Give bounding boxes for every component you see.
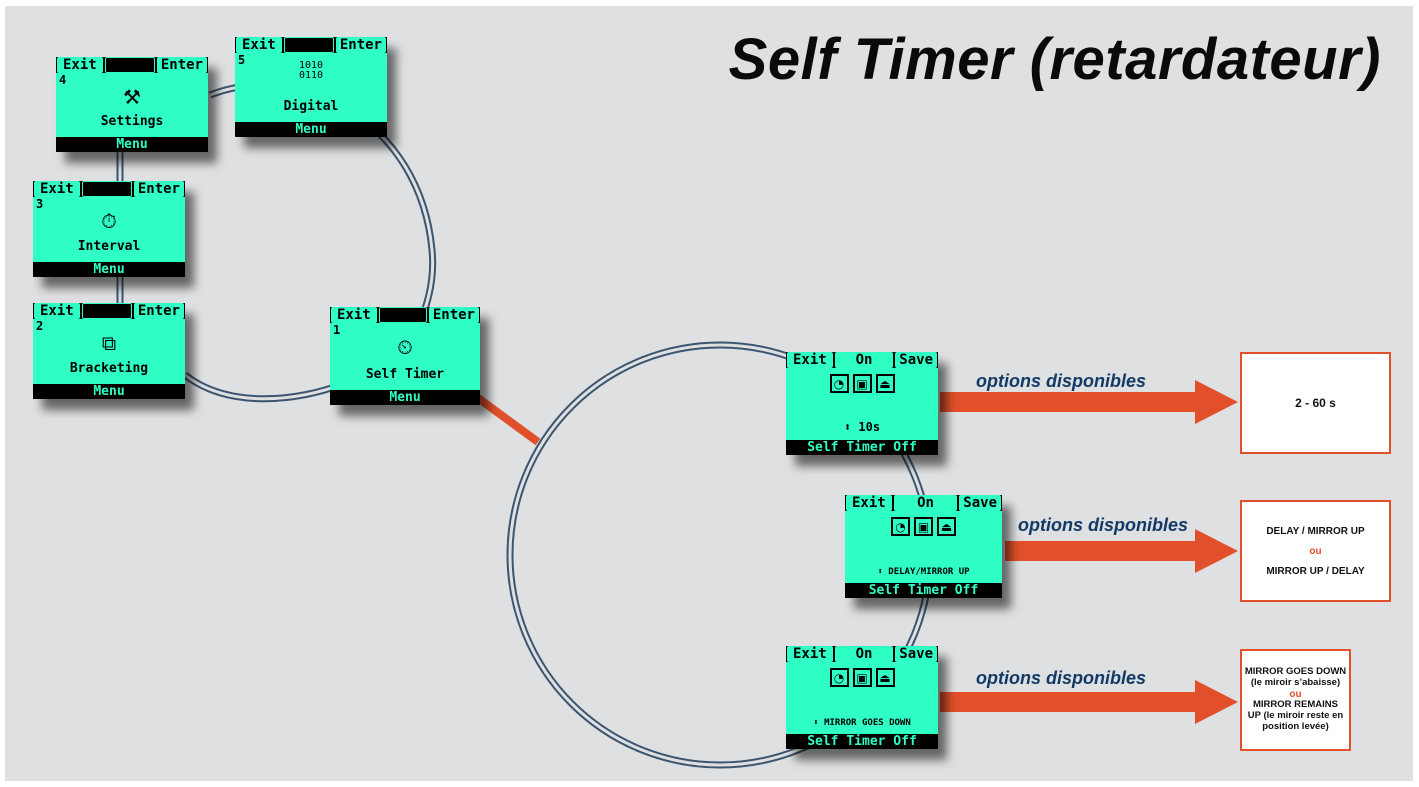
on-softkey[interactable]: On [893,495,958,511]
timer-option-icon: ◔ [829,668,849,687]
enter-softkey[interactable]: Enter [156,57,207,73]
options-label: options disponibles [976,371,1146,391]
on-softkey[interactable]: On [834,352,894,368]
enter-softkey[interactable]: Enter [428,307,479,323]
exit-softkey[interactable]: Exit [787,646,833,662]
option-box-mode: DELAY / MIRROR UP ou MIRROR UP / DELAY [1240,500,1391,602]
save-softkey[interactable]: Save [895,352,937,368]
option-box-mirror: MIRROR GOES DOWN (le miroir s’abaisse) o… [1240,649,1351,751]
on-softkey[interactable]: On [834,646,894,662]
delay-value: 10s [858,420,881,434]
mirror-value: MIRROR GOES DOWN [824,718,911,728]
exit-softkey[interactable]: Exit [34,181,80,197]
mirror-down-option-icon: ⏏ [875,668,895,687]
binary-icon: 1010 0110 [298,60,324,81]
mirror-down-option-icon: ⏏ [937,517,956,536]
arrow-3 [940,680,1238,724]
mirror-down-option-icon: ⏏ [875,374,895,393]
exit-softkey[interactable]: Exit [57,57,103,73]
save-softkey[interactable]: Save [895,646,937,662]
interval-icon: ⏱ [101,209,117,233]
exit-softkey[interactable]: Exit [787,352,833,368]
enter-softkey[interactable]: Enter [133,181,184,197]
updown-icon: ⬍ [813,718,819,728]
hammer-icon: ⚒ [123,85,141,109]
mirror-option-icon: ▣ [852,374,872,393]
option-box-delay: 2 - 60 s [1240,352,1391,454]
options-label: options disponibles [1018,515,1188,535]
enter-softkey[interactable]: Enter [133,303,184,319]
mirror-option-icon: ▣ [852,668,872,687]
selftimer-connector [475,394,541,446]
arrow-2 [1005,529,1238,573]
mode-value: DELAY/MIRROR UP [888,567,970,577]
page-title: Self Timer (retardateur) [728,27,1381,92]
updown-icon: ⬍ [877,567,883,577]
mirror-option-icon: ▣ [914,517,933,536]
timer-option-icon: ◔ [891,517,910,536]
exit-softkey[interactable]: Exit [34,303,80,319]
stopwatch-icon: ⏲ [397,335,413,359]
exit-softkey[interactable]: Exit [846,495,892,511]
exit-softkey[interactable]: Exit [331,307,377,323]
timer-option-icon: ◔ [829,374,849,393]
enter-softkey[interactable]: Enter [335,37,386,53]
exit-softkey[interactable]: Exit [236,37,282,53]
updown-icon: ⬍ [843,420,852,434]
menu-ring [182,372,342,403]
bracketing-icon: ⧉ [101,331,117,355]
arrow-1 [940,380,1238,424]
save-softkey[interactable]: Save [959,495,1001,511]
options-label: options disponibles [976,668,1146,688]
